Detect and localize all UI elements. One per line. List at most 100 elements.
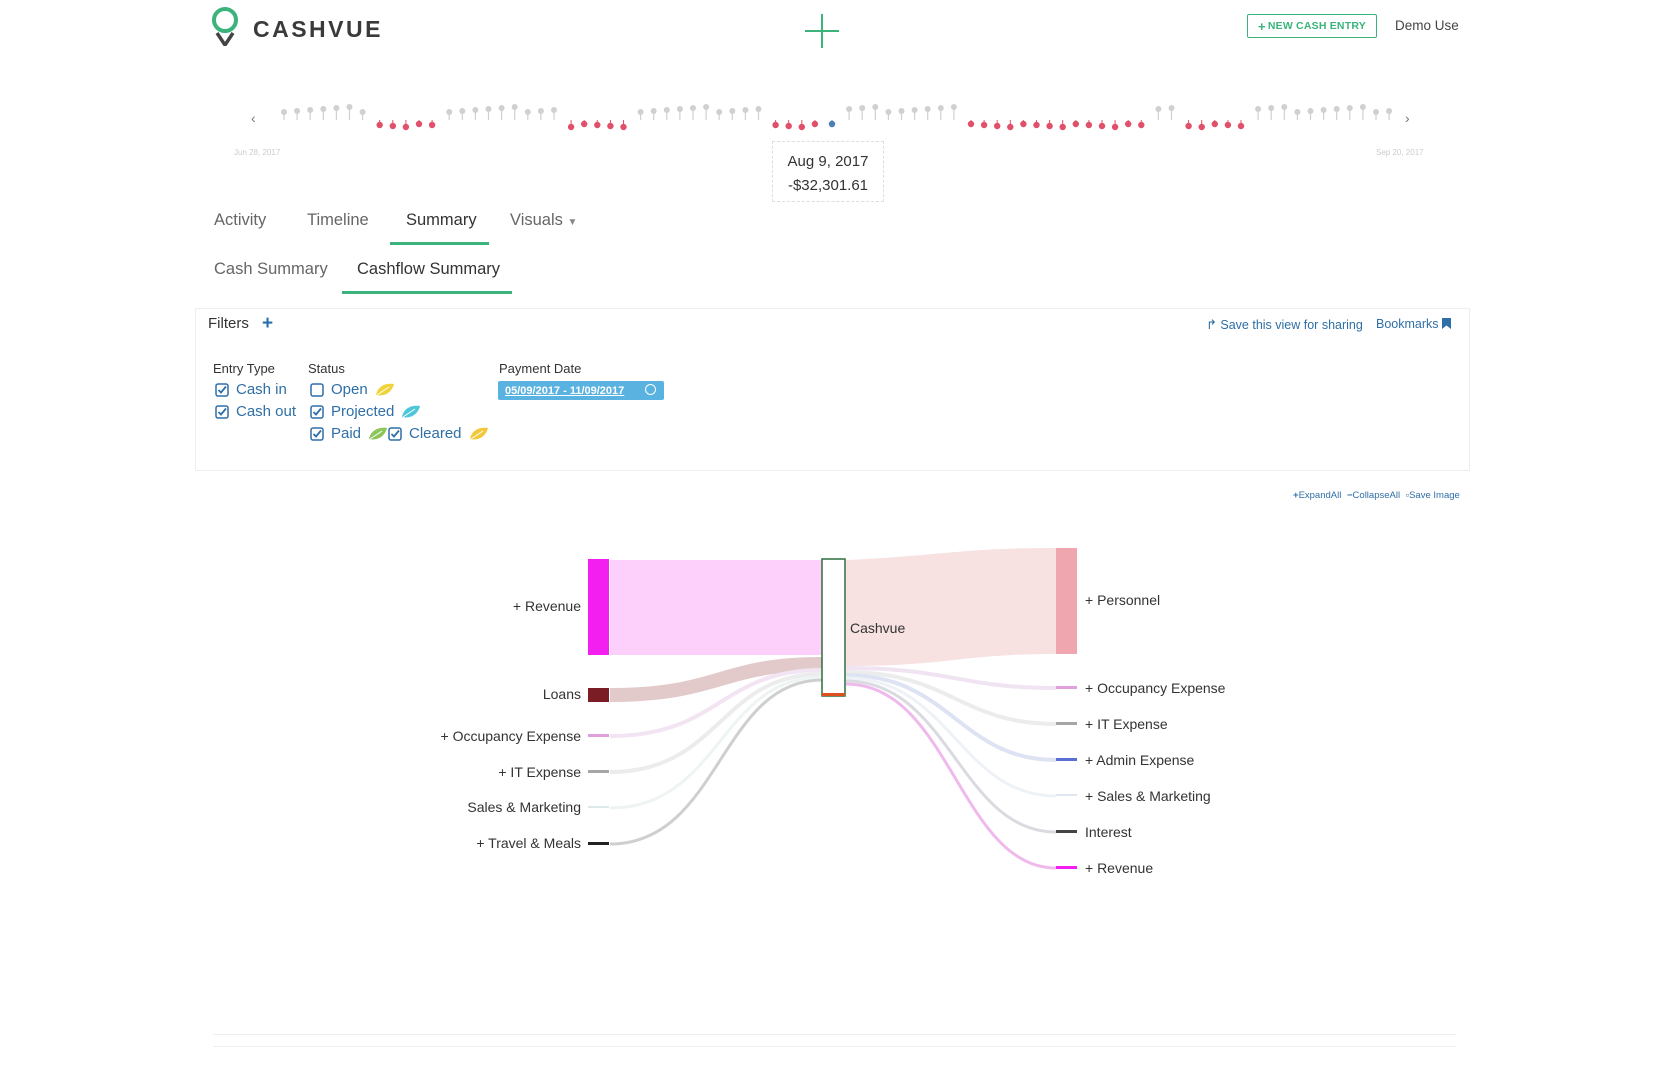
image-icon: ▫ — [1405, 490, 1410, 501]
timeline-dot — [924, 106, 931, 112]
sankey-label-travel[interactable]: + Travel & Meals — [476, 835, 581, 851]
sankey-label-r-occupancy[interactable]: + Occupancy Expense — [1085, 680, 1226, 696]
filters-title: Filters — [208, 315, 249, 332]
save-view-link[interactable]: ↱ Save this view for sharing — [1206, 317, 1363, 333]
chart-tools: +ExpandAll −CollapseAll ▫Save Image — [1293, 490, 1460, 501]
sankey-label-loans[interactable]: Loans — [542, 686, 581, 702]
paid-checkbox[interactable]: Paid — [310, 425, 388, 442]
tab-activity[interactable]: Activity — [214, 211, 267, 229]
timeline-dot — [1155, 106, 1162, 112]
sankey-label-it[interactable]: + IT Expense — [498, 764, 581, 780]
save-view-label: Save this view for sharing — [1220, 318, 1363, 332]
checkbox-checked-icon — [310, 404, 324, 419]
sankey-node-r-interest — [1056, 830, 1077, 833]
timeline-dot — [1098, 122, 1106, 130]
projected-label: Projected — [331, 403, 395, 420]
clear-date-icon[interactable] — [645, 384, 656, 395]
timeline-dot — [472, 107, 479, 113]
footer-divider — [213, 1034, 1456, 1035]
share-arrow-icon: ↱ — [1206, 317, 1217, 332]
timeline-dot — [389, 122, 396, 130]
sankey-link-r-occupancy — [845, 666, 1057, 690]
timeline-dot — [1085, 121, 1093, 129]
sankey-node-occupancy — [588, 734, 609, 737]
cash-out-checkbox[interactable]: Cash out — [215, 403, 296, 420]
timeline-dot — [320, 106, 327, 112]
sankey-label-occupancy[interactable]: + Occupancy Expense — [440, 728, 581, 744]
tab-visuals[interactable]: Visuals ▼ — [510, 211, 577, 230]
add-entry-plus-icon[interactable] — [805, 14, 839, 48]
timeline-dot — [1059, 123, 1066, 131]
open-checkbox[interactable]: Open — [310, 381, 395, 398]
sankey-label-r-it[interactable]: + IT Expense — [1085, 716, 1168, 732]
tab-timeline[interactable]: Timeline — [307, 211, 369, 229]
leaf-green-icon — [369, 427, 388, 439]
sankey-node-r-it — [1056, 722, 1077, 725]
new-cash-entry-button[interactable]: + NEW CASH ENTRY — [1247, 14, 1377, 38]
timeline-dot — [937, 105, 944, 111]
sankey-node-r-revenue — [1056, 866, 1077, 869]
sankey-label-r-sales[interactable]: + Sales & Marketing — [1085, 788, 1211, 804]
sankey-link-r-admin — [845, 673, 1057, 762]
timeline-dot-selected — [828, 120, 836, 128]
timeline-dot — [402, 123, 410, 131]
tab-summary[interactable]: Summary — [406, 211, 477, 229]
timeline-dot — [620, 123, 627, 131]
sankey-label-sales[interactable]: Sales & Marketing — [467, 799, 581, 815]
logo-text[interactable]: CASHVUE — [253, 16, 383, 42]
timeline-dot — [811, 120, 819, 128]
bookmarks-label: Bookmarks — [1376, 317, 1439, 331]
timeline-dot — [376, 121, 383, 129]
user-menu[interactable]: Demo Use — [1395, 18, 1459, 33]
timeline-start-date: Jun 28, 2017 — [234, 148, 281, 157]
cash-in-checkbox[interactable]: Cash in — [215, 381, 287, 398]
timeline-dot — [1224, 121, 1232, 129]
status-label: Status — [308, 361, 345, 376]
timeline-dots[interactable] — [270, 100, 1400, 140]
cleared-checkbox[interactable]: Cleared — [388, 425, 489, 442]
save-image-label: Save Image — [1409, 490, 1460, 501]
timeline-dot — [1020, 120, 1027, 128]
save-image-button[interactable]: ▫Save Image — [1406, 490, 1460, 501]
subtab-cashflow-summary[interactable]: Cashflow Summary — [357, 260, 501, 278]
new-cash-entry-label: NEW CASH ENTRY — [1267, 20, 1366, 32]
subtab-cashflow-underline — [342, 291, 512, 294]
timeline-dot — [581, 120, 588, 128]
timeline-dot — [346, 104, 353, 110]
timeline-tooltip: Aug 9, 2017 -$32,301.61 — [772, 141, 884, 202]
timeline-dot — [980, 121, 988, 129]
timeline-prev-icon[interactable]: ‹ — [251, 110, 256, 126]
sankey-label-r-revenue[interactable]: + Revenue — [1085, 860, 1154, 876]
expand-all-button[interactable]: +ExpandAll — [1293, 490, 1341, 501]
sankey-label-cashvue[interactable]: Cashvue — [850, 620, 906, 636]
sankey-label-revenue[interactable]: + Revenue — [512, 598, 581, 614]
projected-checkbox[interactable]: Projected — [310, 403, 421, 420]
timeline-dot — [359, 109, 366, 115]
timeline-dot — [1268, 105, 1275, 111]
sankey-label-r-interest[interactable]: Interest — [1085, 824, 1132, 840]
subtab-cash-summary[interactable]: Cash Summary — [214, 260, 328, 278]
timeline-dot — [498, 105, 505, 111]
add-filter-plus-icon[interactable]: + — [262, 313, 274, 334]
cashvue-logo-icon[interactable] — [210, 6, 240, 46]
sankey-node-r-occupancy — [1056, 686, 1077, 689]
timeline-dot — [742, 107, 749, 113]
bookmarks-link[interactable]: Bookmarks — [1376, 317, 1452, 331]
timeline-dot — [1281, 104, 1288, 110]
sankey-label-r-admin[interactable]: + Admin Expense — [1085, 752, 1195, 768]
timeline-next-icon[interactable]: › — [1405, 110, 1410, 126]
cash-in-label: Cash in — [236, 381, 287, 398]
plus-icon: + — [1293, 490, 1299, 501]
sankey-label-personnel[interactable]: + Personnel — [1085, 592, 1161, 608]
tooltip-date: Aug 9, 2017 — [787, 153, 869, 170]
checkbox-checked-icon — [388, 426, 402, 441]
sankey-link-revenue — [610, 560, 822, 655]
payment-date-chip[interactable]: 05/09/2017 - 11/09/2017 — [498, 381, 664, 400]
leaf-yellow-icon — [375, 383, 394, 395]
collapse-all-button[interactable]: −CollapseAll — [1347, 490, 1400, 501]
sankey-node-revenue — [588, 559, 609, 655]
timeline-dot — [1373, 109, 1379, 115]
timeline-dot — [650, 108, 657, 114]
timeline-dot — [1211, 120, 1218, 128]
timeline-dot — [594, 121, 601, 129]
